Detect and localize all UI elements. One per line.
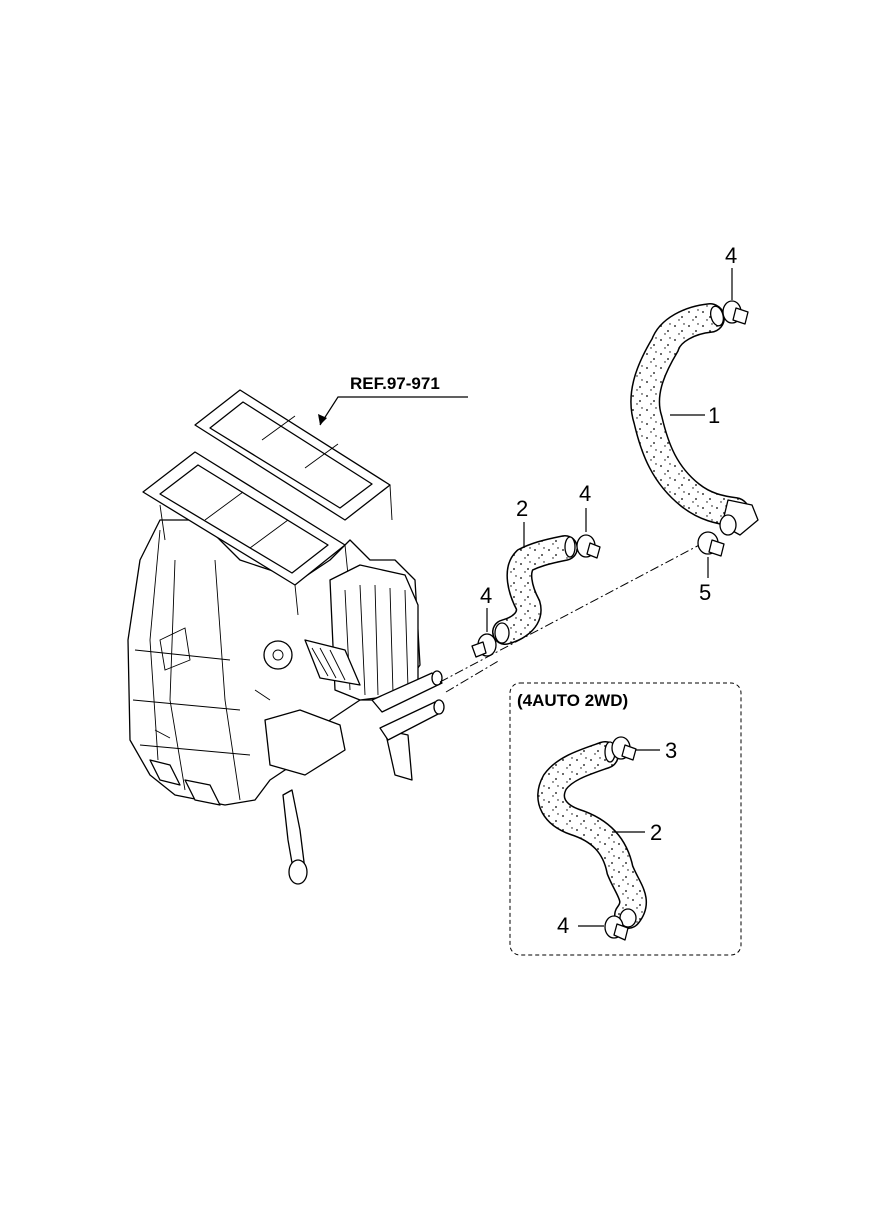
- variant-box-title: (4AUTO 2WD): [517, 691, 628, 710]
- connection-dashed-line: [439, 541, 706, 683]
- inlet-frame-rear-divider: [261, 415, 339, 469]
- resistor-fins: [311, 647, 346, 681]
- callout-hose-1: 1: [708, 403, 720, 428]
- heater-foot-left: [149, 759, 181, 786]
- heater-core-pipe-upper: [371, 672, 443, 713]
- callout-clamp-top: 4: [725, 243, 737, 268]
- clamp-5-tab: [708, 539, 725, 557]
- floor-outlet-duct: [264, 709, 346, 776]
- callout-clamp-5: 5: [699, 580, 711, 605]
- clamp-upper-mid-tab: [586, 542, 601, 559]
- bracket-detail: [154, 627, 271, 739]
- heater-unit-assembly: [127, 389, 445, 885]
- heater-case-seam: [149, 529, 241, 801]
- callout-variant-hose-2: 2: [650, 820, 662, 845]
- inlet-frame-front-inner: [159, 464, 329, 574]
- callout-variant-clamp-4: 4: [557, 913, 569, 938]
- hose-1-end-bottom: [719, 514, 737, 536]
- connection-dashed-line-2: [445, 659, 501, 693]
- clamp-top-tab: [732, 307, 749, 325]
- hose-1-assembly: [630, 303, 759, 536]
- callout-clamp-upper-mid: 4: [579, 481, 591, 506]
- drain-hose-end: [288, 859, 308, 885]
- callout-clamp-left: 4: [480, 583, 492, 608]
- resistor-block: [304, 639, 361, 686]
- blower-housing-ribs: [344, 584, 409, 696]
- variant-clamp-3-tab: [621, 744, 637, 761]
- callout-variant-clamp-3: 3: [665, 738, 677, 763]
- heater-foot-mid: [184, 779, 221, 806]
- hose-1-fill: [631, 304, 749, 526]
- inlet-frame-rear-inner: [209, 401, 373, 509]
- callout-hose-2: 2: [516, 496, 528, 521]
- inlet-duct-wall: [159, 484, 393, 616]
- clamp-left-tab: [471, 641, 487, 658]
- actuator-motor-hub: [272, 649, 284, 661]
- variant-box: (4AUTO 2WD) 3 2 4: [509, 682, 742, 956]
- clamp-5: [697, 531, 725, 557]
- clamp-left: [471, 633, 497, 658]
- hose-2-end-left: [494, 622, 510, 644]
- clamp-top: [722, 300, 749, 325]
- hose-2-end-right: [564, 536, 576, 558]
- actuator-motor: [263, 640, 293, 670]
- reference-arrow: [318, 414, 327, 425]
- variant-hose-2-fill: [538, 742, 646, 928]
- pipe-end-lower: [433, 699, 445, 715]
- heater-case-rib: [132, 649, 251, 756]
- reference-label: REF.97-971: [350, 374, 440, 393]
- inlet-frame-front-divider: [204, 491, 289, 549]
- hose-2-assembly: [492, 535, 578, 645]
- variant-box-border: [509, 682, 742, 956]
- pipe-end-upper: [431, 670, 443, 686]
- reference-leader: [319, 396, 468, 426]
- clamp-upper-mid: [576, 534, 601, 559]
- reference-callout: REF.97-971: [318, 374, 468, 426]
- hose-2-fill: [493, 536, 577, 644]
- variant-clamp-4-tab: [613, 923, 629, 941]
